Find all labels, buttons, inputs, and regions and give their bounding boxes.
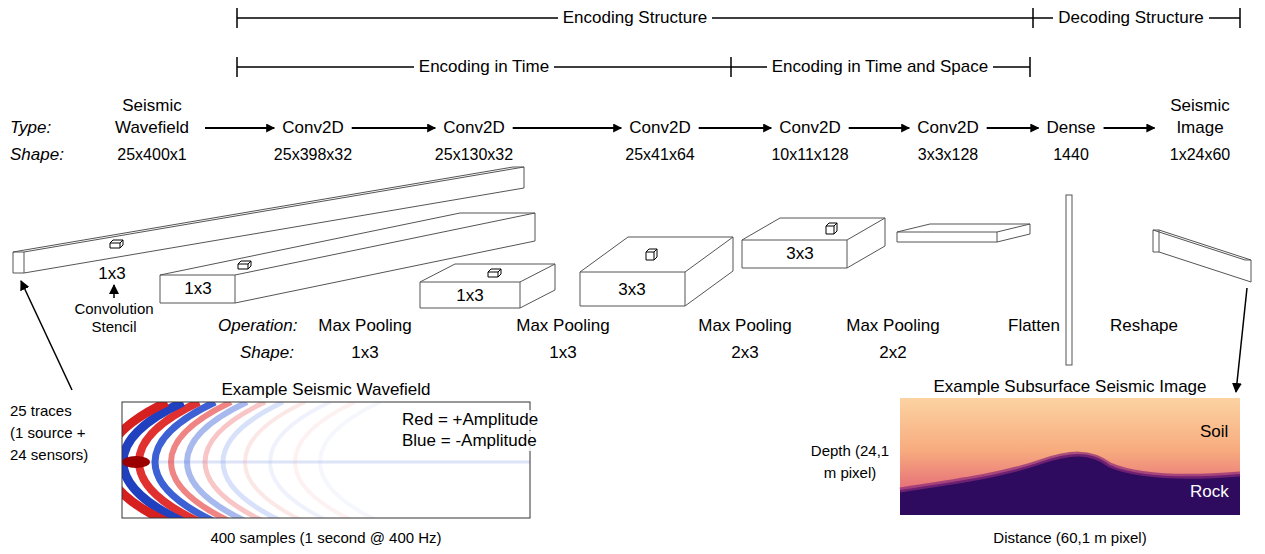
layer-shape: 10x11x128	[771, 145, 848, 165]
layer-type: Conv2D	[282, 117, 343, 139]
operation-name: Flatten	[1008, 316, 1060, 336]
layer-stage: Seismic Wavefield 25x400x1	[107, 95, 197, 165]
structure-bracket	[237, 8, 1240, 28]
bracket-label: Encoding Structure	[558, 8, 713, 28]
operation-shape: 2x2	[879, 343, 906, 363]
volume-box	[13, 167, 524, 273]
legend-text: Red = +Amplitude	[400, 410, 540, 430]
operation-shape: 2x3	[731, 343, 758, 363]
layer-type: Seismic Image	[1163, 95, 1238, 139]
operation-name: Max Pooling	[516, 316, 610, 336]
row-key: Shape:	[10, 145, 64, 165]
rock-region	[900, 454, 1240, 515]
layer-type: Dense	[1046, 117, 1095, 139]
axis-label: Depth (24,1 m pixel)	[803, 440, 898, 484]
operation-name: Max Pooling	[698, 316, 792, 336]
operation-name: Max Pooling	[846, 316, 940, 336]
row-key: Operation:	[218, 316, 297, 336]
stencil-size: 1x3	[184, 279, 211, 299]
layer-type: Conv2D	[779, 117, 840, 139]
stencil-cube	[826, 223, 837, 234]
flow-arrow	[987, 127, 1039, 129]
stencil-size: 3x3	[618, 280, 645, 300]
brackets	[237, 8, 1240, 77]
volume-box	[1153, 230, 1251, 282]
stencils	[110, 223, 837, 277]
leader-arrow	[21, 281, 72, 390]
operation-name: Max Pooling	[318, 316, 412, 336]
panel-title: Example Subsurface Seismic Image	[933, 377, 1206, 397]
layer-type: Seismic Wavefield	[107, 95, 197, 139]
layer-shape: 1440	[1053, 145, 1089, 165]
soil-region	[900, 398, 1240, 515]
row-key: Shape:	[240, 343, 294, 363]
wave-band	[320, 402, 380, 518]
stencil-size: 1x3	[98, 264, 125, 284]
flow-arrow	[513, 127, 622, 129]
layer-type: Conv2D	[443, 117, 504, 139]
layer-stage: Conv2D 25x130x32	[435, 117, 513, 165]
layer-type: Conv2D	[917, 117, 978, 139]
stencil-cube	[110, 240, 123, 248]
legend-text: Blue = -Amplitude	[400, 431, 539, 451]
region-label: Soil	[1200, 422, 1228, 442]
operation-shape: 1x3	[351, 343, 378, 363]
layer-shape: 3x3x128	[918, 145, 979, 165]
stencil-cube	[488, 269, 501, 277]
layer-shape: 25x41x64	[625, 145, 694, 165]
wavefield-panel: Example Seismic WavefieldRed = +Amplitud…	[122, 378, 530, 518]
wave-band	[295, 402, 355, 518]
layer-stage: Conv2D 10x11x128	[771, 117, 848, 165]
dense-bar	[1066, 195, 1072, 365]
volume-box	[897, 224, 1030, 242]
leader-arrow	[1236, 288, 1247, 392]
volume-box	[420, 264, 555, 308]
wave-band	[270, 402, 330, 518]
layer-shape: 25x130x32	[435, 145, 513, 165]
flow-arrow	[699, 127, 772, 129]
sub-bracket	[237, 57, 1030, 77]
stencil-cube	[646, 249, 657, 260]
axis-label: 25 traces (1 source + 24 sensors)	[10, 400, 89, 466]
layer-type: Conv2D	[629, 117, 690, 139]
layer-stage: Seismic Image 1x24x60	[1163, 95, 1238, 165]
leader-arrow	[113, 285, 115, 298]
soil-rock-boundary	[900, 454, 1240, 490]
image-panel: Example Subsurface Seismic ImageSoilRock	[900, 374, 1240, 515]
layer-stage: Conv2D 25x398x32	[274, 117, 352, 165]
flow-arrow	[849, 127, 910, 129]
layer-stage: Conv2D 25x41x64	[625, 117, 694, 165]
bracket-label: Decoding Structure	[1053, 8, 1209, 28]
panel-title: Example Seismic Wavefield	[221, 380, 430, 400]
flow-arrow	[352, 127, 436, 129]
volume-box	[742, 218, 885, 268]
stencil-size: 3x3	[786, 244, 813, 264]
bracket-label: Encoding in Time	[414, 57, 554, 77]
source-pulse	[122, 456, 150, 468]
layer-shape: 25x400x1	[117, 145, 186, 165]
layer-stage: Dense 1440	[1046, 117, 1095, 165]
flow-arrow	[1104, 127, 1155, 129]
layer-volumes	[13, 167, 1251, 365]
stencil-cube	[238, 261, 251, 269]
axis-label: 400 samples (1 second @ 400 Hz)	[210, 529, 441, 547]
region-label: Rock	[1190, 482, 1229, 502]
stencil-note: Convolution Stencil	[72, 300, 156, 336]
layer-shape: 25x398x32	[274, 145, 352, 165]
operation-name: Reshape	[1110, 316, 1178, 336]
stencil-size: 1x3	[456, 286, 483, 306]
wave-band	[122, 402, 167, 518]
volume-box	[580, 237, 733, 306]
layer-shape: 1x24x60	[1170, 145, 1231, 165]
bracket-label: Encoding in Time and Space	[767, 57, 993, 77]
row-key: Type:	[10, 118, 51, 138]
layer-stage: Conv2D 3x3x128	[917, 117, 978, 165]
operation-shape: 1x3	[549, 343, 576, 363]
seismic-image	[900, 398, 1240, 515]
axis-label: Distance (60,1 m pixel)	[993, 529, 1146, 547]
flow-arrow	[205, 127, 274, 129]
